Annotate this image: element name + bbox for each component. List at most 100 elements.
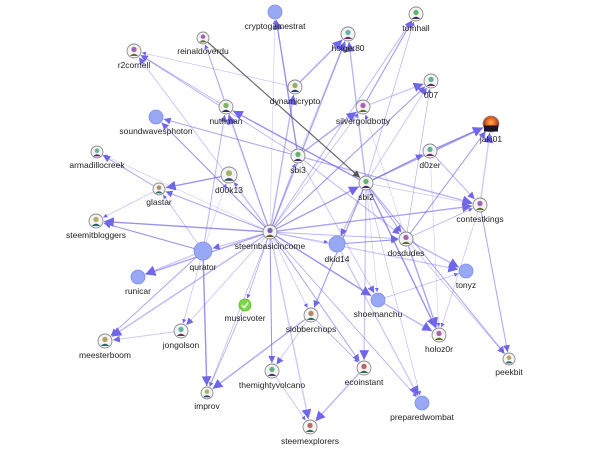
node-label: ecoinstant [345,377,384,387]
node-peekbit[interactable]: peekbit [495,352,523,377]
edge-sbi2-to-nuthman [232,110,367,184]
node-jongolson[interactable]: jongolson [162,323,200,350]
node-label: steembasicincome [235,241,306,251]
edge-sbi2-to-holger80 [345,41,367,184]
node-reinaldoverdu[interactable]: reinaldoverdu [177,31,229,56]
node-cryptogamestrat[interactable]: cryptogamestrat [245,4,307,31]
edge-steembasicincome-to-armadillocreek [103,154,271,233]
avatar-icon [264,363,280,379]
avatar-icon [97,333,113,349]
node-label: shoemanchu [354,309,403,319]
node-shoemanchu[interactable]: shoemanchu [354,292,403,319]
node-label: jaki01 [479,134,502,144]
edge-sbi3-to-holger80 [297,41,346,157]
node-meesterboom[interactable]: meesterboom [79,333,131,360]
node-label: nuthman [209,116,242,126]
node-sbi2[interactable]: sbi2 [358,175,374,202]
node-label: jongolson [162,340,200,350]
edge-sbi3-to-soundwavesphoton [163,117,299,157]
avatar-icon [422,143,438,159]
node-d00k13[interactable]: d00k13 [215,166,243,195]
edge-dosdudes-to-peekbit [405,238,505,355]
edge-sbi3-to-contestkings [297,155,473,206]
node-label: dkid14 [324,254,349,264]
node-nuthman[interactable]: nuthman [209,99,243,126]
node-label: soundwavesphoton [119,126,193,136]
node-steemexplorers[interactable]: steemexplorers [281,419,339,446]
node-r2cornell[interactable]: r2cornell [118,43,151,70]
edge-steembasicincome-to-contestkings [269,202,473,233]
avatar-icon [408,6,424,22]
edge-jongolson-to-meesterboom [112,330,182,343]
edge-steembasicincome-to-musicvoter [246,231,271,299]
node-d0zer[interactable]: d0zer [419,143,441,170]
avatar-icon [502,352,516,366]
node-contestkings[interactable]: contestkings [456,197,504,224]
edge-slobberchops-to-themightyvolcano [276,314,312,365]
node-label: sbi3 [290,165,306,175]
node-label: glastar [146,197,172,207]
node-silvergoldbotty[interactable]: silvergoldbotty [336,99,391,126]
node-ecoinstant[interactable]: ecoinstant [345,360,384,387]
node-label: silvergoldbotty [336,116,391,126]
edge-steembasicincome-to-tomhall [269,20,412,233]
node-label: d0zer [419,160,440,170]
avatar-icon [90,145,104,159]
node-glastar[interactable]: glastar [146,182,172,207]
node-label: peekbit [495,367,523,377]
node-tomhall[interactable]: tomhall [402,6,430,33]
avatar-icon [200,386,214,400]
node-quratar[interactable]: qurator [190,241,217,272]
node-holger80[interactable]: holger80 [331,26,365,53]
avatar-icon [290,148,306,164]
edge-quratar-to-d00k13 [202,183,227,252]
node-themightyvolcano[interactable]: themightyvolcano [239,363,305,390]
edge-quratar-to-jongolson [182,250,204,324]
edge-d0zer-to-jaki01 [429,127,484,152]
edge-steembasicincome-to-nuthman [227,114,271,233]
node-007[interactable]: 007 [423,73,439,100]
edge-dosdudes-to-holoz0r [405,238,438,328]
avatar-icon [340,26,356,42]
edge-steembasicincome-to-dkid14 [269,231,329,244]
node-musicvoter[interactable]: musicvoter [224,298,266,323]
edge-steembasicincome-to-sbi2 [269,186,360,233]
avatar-icon [302,419,318,435]
edge-reinaldoverdu-to-sbi2 [202,37,361,179]
node-preparedwombat[interactable]: preparedwombat [390,395,455,422]
edge-steembasicincome-to-silvergoldbotty [269,113,359,233]
node-dosdudes[interactable]: dosdudes [388,231,425,258]
node-improv[interactable]: improv [194,386,220,411]
edge-shoemanchu-to-holoz0r [377,299,433,332]
node-steembasicincome[interactable]: steembasicincome [235,224,306,251]
edge-steembasicincome-to-dynamicrypto [269,94,297,233]
node-label: steemitbloggers [66,230,126,240]
node-label: r2cornell [118,60,151,70]
edge-steembasicincome-to-improv [209,231,271,387]
node-tonyz[interactable]: tonyz [456,263,476,290]
node-label: musicvoter [224,313,265,323]
node-runicar[interactable]: runicar [125,269,151,296]
edge-d0zer-to-holoz0r [429,150,441,328]
edge-quratar-to-nuthman [202,114,228,252]
node-jaki01[interactable]: jaki01 [479,115,502,144]
edge-steembasicincome-to-slobberchops [269,231,308,308]
edge-d00k13-to-glastar [165,174,230,191]
node-dkid14[interactable]: dkid14 [324,235,350,264]
node-slobberchops[interactable]: slobberchops [286,307,337,334]
node-steemitbloggers[interactable]: steemitbloggers [66,213,126,240]
node-label: improv [194,401,220,411]
edge-dkid14-to-dosdudes [336,236,399,245]
node-soundwavesphoton[interactable]: soundwavesphoton [119,109,193,136]
node-armadillocreek[interactable]: armadillocreek [69,145,125,170]
node-holoz0r[interactable]: holoz0r [425,327,453,354]
edge-steembasicincome-to-meesterboom [111,231,271,338]
edge-d0zer-to-contestkings [429,150,475,200]
edge-quratar-to-glastar [162,194,204,252]
edge-sbi3-to-shoemanchu [297,155,375,294]
node-dynamicrypto[interactable]: dynamicrypto [270,79,321,106]
node-sbi3[interactable]: sbi3 [290,148,306,175]
node-label: holoz0r [425,344,453,354]
edge-steembasicincome-to-steemitbloggers [103,217,271,233]
node-label: tonyz [456,280,476,290]
